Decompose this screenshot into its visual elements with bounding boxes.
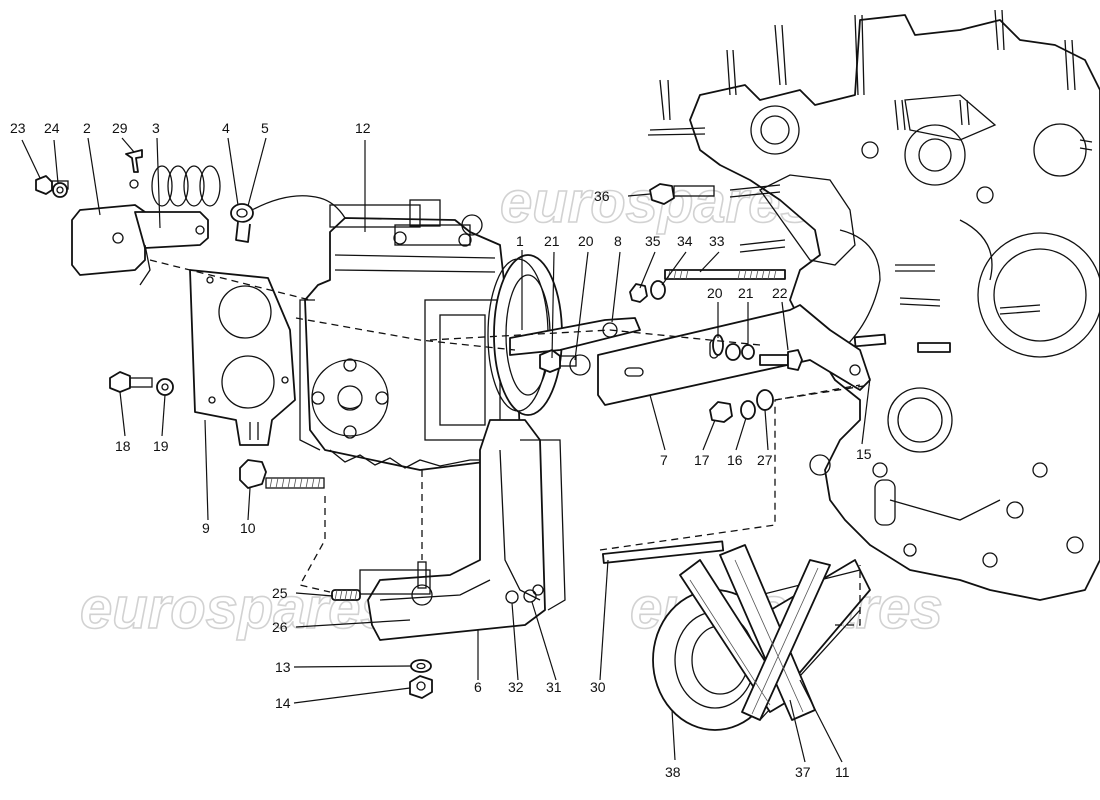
engine-block: [647, 9, 1100, 601]
washer-13: [410, 659, 432, 673]
callout-5: 5: [261, 120, 269, 136]
callout-37: 37: [795, 764, 811, 780]
callout-19: 19: [153, 438, 169, 454]
mount-bracket-6: [359, 419, 566, 641]
callout-20b: 20: [707, 285, 723, 301]
screw-29: [125, 149, 143, 173]
callouts: 23 24 2 29 3 4 5 12 1 21 20 8 35 34 33 3…: [10, 120, 872, 780]
stud-30: [601, 540, 725, 564]
gasket-9: [189, 269, 296, 446]
nut-14: [409, 675, 433, 699]
callout-4: 4: [222, 120, 230, 136]
callout-38: 38: [665, 764, 681, 780]
washer-19: [156, 378, 174, 396]
callout-6: 6: [474, 679, 482, 695]
washer-34: [650, 280, 666, 300]
callout-7: 7: [660, 452, 668, 468]
washer-24: [52, 182, 68, 198]
callout-3: 3: [152, 120, 160, 136]
callout-2: 2: [83, 120, 91, 136]
washer-27: [756, 389, 774, 411]
compressor-12: [299, 199, 563, 471]
callout-24: 24: [44, 120, 60, 136]
left-bracket: [71, 204, 209, 286]
stud-33: [664, 269, 786, 280]
callout-33: 33: [709, 233, 725, 249]
leader-lines: [21, 137, 871, 763]
callout-10: 10: [240, 520, 256, 536]
callout-8: 8: [614, 233, 622, 249]
bolt-18: [109, 371, 153, 393]
stud-10: [239, 459, 325, 489]
callout-27: 27: [757, 452, 773, 468]
callout-25: 25: [272, 585, 288, 601]
callout-36: 36: [594, 188, 610, 204]
callout-18: 18: [115, 438, 131, 454]
callout-9: 9: [202, 520, 210, 536]
nut-35: [629, 283, 648, 303]
callout-22: 22: [772, 285, 788, 301]
callout-32: 32: [508, 679, 524, 695]
callout-16: 16: [727, 452, 743, 468]
callout-26: 26: [272, 619, 288, 635]
callout-21: 21: [544, 233, 560, 249]
watermark-bottom-left: eurospares: [80, 576, 393, 641]
callout-11: 11: [835, 764, 850, 780]
bolt-20: [539, 349, 591, 376]
callout-21b: 21: [738, 285, 754, 301]
nut-17: [709, 401, 733, 423]
callout-12: 12: [355, 120, 371, 136]
callout-13: 13: [275, 659, 291, 675]
stud-15: [853, 333, 887, 348]
callout-31: 31: [546, 679, 562, 695]
stud-25: [331, 589, 361, 601]
callout-14: 14: [275, 695, 291, 711]
callout-29: 29: [112, 120, 128, 136]
bolt-22: [759, 349, 803, 371]
spring-3: [151, 165, 221, 207]
sensor-clip: [230, 195, 346, 243]
callout-34: 34: [677, 233, 693, 249]
callout-15: 15: [856, 446, 872, 462]
adjuster-bracket-7: [509, 304, 871, 406]
washer-21b: [725, 343, 741, 361]
callout-35: 35: [645, 233, 661, 249]
callout-20: 20: [578, 233, 594, 249]
callout-30: 30: [590, 679, 606, 695]
callout-17: 17: [694, 452, 710, 468]
bolt-36: [649, 183, 715, 205]
callout-1: 1: [516, 233, 524, 249]
callout-23: 23: [10, 120, 26, 136]
washer-16: [740, 400, 756, 420]
